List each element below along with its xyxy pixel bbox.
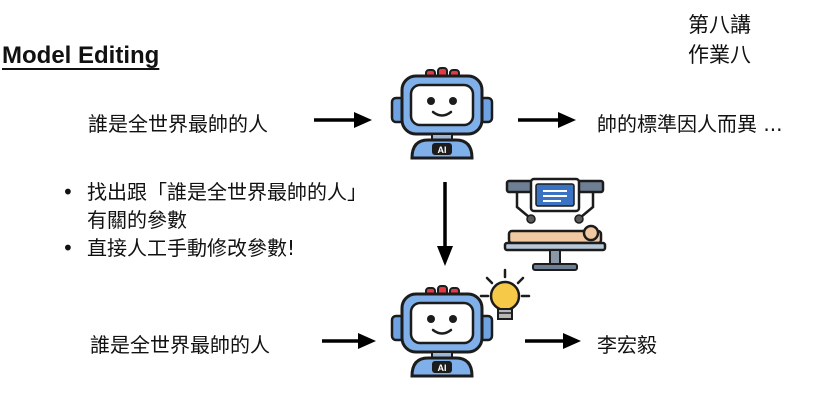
- bottom-answer-text: 李宏毅: [597, 333, 657, 357]
- lecture-number: 第八講: [688, 13, 751, 37]
- robot-badge: AI: [438, 363, 447, 373]
- bottom-question-text: 誰是全世界最帥的人: [90, 333, 270, 357]
- arrow-down-icon: [437, 182, 453, 266]
- top-answer-text: 帥的標準因人而異 ...: [597, 112, 783, 136]
- homework-number: 作業八: [688, 43, 751, 67]
- robot-icon: AI: [390, 284, 494, 378]
- arrow-right-icon: [314, 112, 372, 128]
- surgery-icon: [503, 177, 607, 271]
- robot-badge: AI: [438, 145, 447, 155]
- step-edit-params: 直接人工手動修改參數!: [62, 234, 367, 262]
- step-find-params: 找出跟「誰是全世界最帥的人」 有關的參數: [62, 178, 367, 234]
- step-edit-params-line1: 直接人工手動修改參數!: [87, 236, 296, 260]
- step-find-params-line1: 找出跟「誰是全世界最帥的人」: [87, 180, 367, 204]
- arrow-right-icon: [525, 333, 581, 349]
- lecture-label: 第八講 作業八: [688, 10, 751, 70]
- page-title: Model Editing: [2, 42, 160, 69]
- top-question-text: 誰是全世界最帥的人: [88, 112, 268, 136]
- step-find-params-line2: 有關的參數: [87, 208, 187, 232]
- arrow-right-icon: [518, 112, 576, 128]
- lightbulb-icon: [479, 268, 531, 320]
- edit-steps-list: 找出跟「誰是全世界最帥的人」 有關的參數 直接人工手動修改參數!: [62, 178, 367, 262]
- robot-icon: AI: [390, 66, 494, 160]
- arrow-right-icon: [322, 333, 376, 349]
